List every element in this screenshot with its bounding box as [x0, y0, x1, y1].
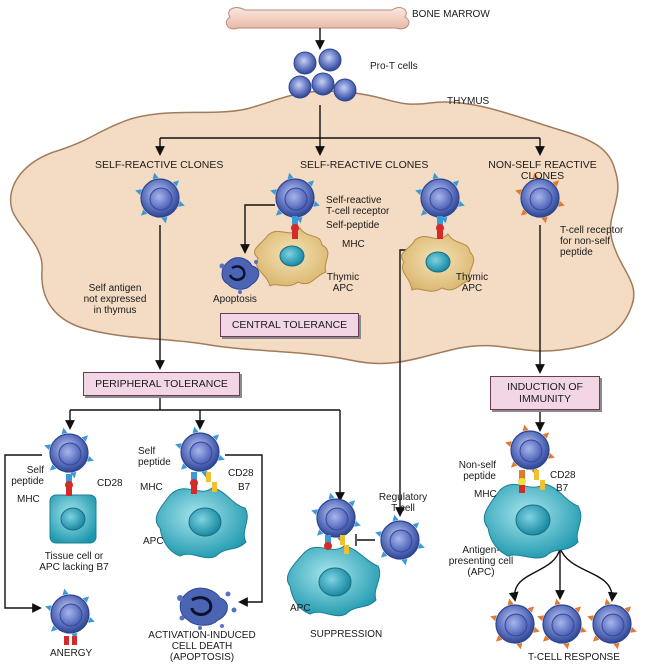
antigen-presenting-cell-icon	[483, 483, 582, 559]
label-apc-3: APC	[290, 603, 311, 614]
t-cell-suppression-icon	[311, 492, 361, 544]
label-b7-3: B7	[556, 483, 569, 494]
label-cd28-3: CD28	[550, 470, 576, 481]
label-bone-marrow: BONE MARROW	[412, 9, 490, 20]
apoptotic-cell-icon	[219, 257, 260, 294]
label-apoptosis: Apoptosis	[213, 294, 257, 305]
label-non-self-peptide: Non-self peptide	[458, 460, 496, 482]
t-cell-anergy-icon	[45, 588, 95, 640]
label-tissue-cell: Tissue cell or APC lacking B7	[39, 551, 109, 573]
label-thymus: THYMUS	[447, 96, 490, 107]
induction-of-immunity-box: INDUCTION OF IMMUNITY	[490, 376, 600, 410]
label-self-antigen-not-expressed: Self antigen not expressed in thymus	[83, 283, 147, 316]
thymus-outline	[9, 90, 635, 365]
t-cell-self-reactive-3-icon	[415, 172, 465, 224]
t-cell-self-reactive-1-icon	[135, 172, 185, 224]
label-regulatory-t-cell: Regulatory T cell	[378, 492, 428, 514]
label-non-self-reactive-clones: NON-SELF REACTIVE CLONES	[488, 159, 597, 182]
label-self-reactive-clones-1: SELF-REACTIVE CLONES	[95, 159, 224, 171]
label-suppression: SUPPRESSION	[310, 629, 383, 640]
t-cell-regulatory-icon	[375, 514, 425, 566]
thymic-apc-2-icon	[401, 233, 475, 292]
label-b7-2: B7	[238, 482, 251, 493]
label-mhc-2: MHC	[140, 482, 163, 493]
t-cell-response-2-icon	[537, 598, 587, 650]
connector-lines	[4, 28, 618, 613]
t-cell-response-3-icon	[587, 598, 637, 650]
label-t-cell-response: T-CELL RESPONSE	[528, 652, 620, 663]
label-pro-t-cells: Pro-T cells	[370, 61, 418, 72]
t-cell-non-self-icon	[515, 172, 565, 224]
label-self-reactive-clones-2: SELF-REACTIVE CLONES	[300, 159, 429, 171]
label-mhc-3: MHC	[474, 489, 497, 500]
label-cd28-1: CD28	[97, 478, 123, 489]
t-cell-induction-icon	[505, 424, 555, 476]
apc-suppression-icon	[286, 545, 381, 617]
label-mhc-thymus: MHC	[342, 239, 365, 250]
label-antigen-presenting-cell: Antigen- presenting cell (APC)	[448, 545, 514, 578]
label-activation-induced: ACTIVATION-INDUCED CELL DEATH (APOPTOSIS…	[148, 630, 256, 663]
label-thymic-apc-1: Thymic APC	[326, 272, 360, 294]
central-tolerance-box: CENTRAL TOLERANCE	[220, 313, 359, 337]
t-cell-response-1-icon	[490, 598, 540, 650]
label-cd28-2: CD28	[228, 468, 254, 479]
t-cell-anergy-top-icon	[44, 427, 94, 479]
label-anergy: ANERGY	[50, 648, 93, 659]
tissue-cell-icon	[49, 494, 97, 544]
t-cell-activation-icon	[175, 426, 225, 478]
label-tcr-non-self: T-cell receptor for non-self peptide	[560, 225, 624, 258]
label-self-peptide-2: Self peptide	[138, 446, 171, 468]
pro-t-cells-icon	[288, 48, 357, 102]
apc-peripheral-icon	[155, 487, 248, 559]
label-self-peptide-1: Self peptide	[11, 465, 44, 487]
bone-icon	[225, 7, 410, 30]
activation-apoptosis-icon	[177, 587, 237, 630]
peripheral-tolerance-box: PERIPHERAL TOLERANCE	[83, 372, 240, 396]
label-self-peptide-thymus: Self-peptide	[326, 220, 380, 231]
label-mhc-1: MHC	[17, 494, 40, 505]
synapse-markers	[64, 216, 545, 645]
label-self-reactive-tcr: Self-reactive T-cell receptor	[326, 195, 390, 217]
label-apc-2: APC	[143, 536, 164, 547]
label-thymic-apc-2: Thymic APC	[455, 272, 489, 294]
